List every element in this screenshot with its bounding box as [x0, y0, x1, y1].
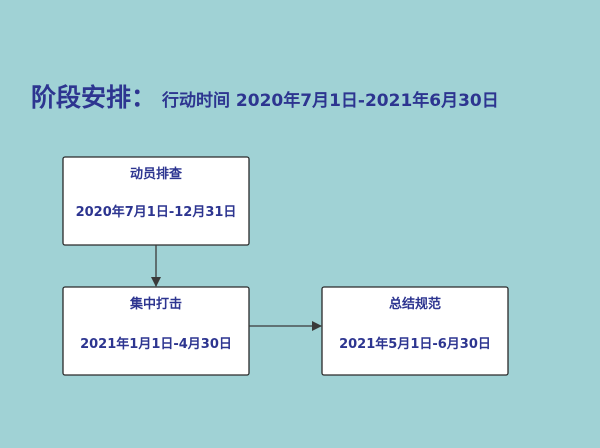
- phase-box-mobilization: 动员排查 2020年7月1日-12月31日: [62, 156, 250, 246]
- phase-box-summary: 总结规范 2021年5月1日-6月30日: [321, 286, 509, 376]
- phase-name: 集中打击: [129, 296, 182, 312]
- action-time-range: 行动时间 2020年7月1日-2021年6月30日: [162, 91, 499, 111]
- phase-name: 总结规范: [389, 296, 441, 312]
- phase-dates: 2020年7月1日-12月31日: [76, 204, 237, 220]
- phase-dates: 2021年5月1日-6月30日: [339, 336, 491, 352]
- phase-dates: 2021年1月1日-4月30日: [80, 336, 232, 352]
- phase-name: 动员排查: [130, 166, 183, 182]
- phase-box-frame: [62, 286, 250, 376]
- stage-header: 阶段安排：行动时间 2020年7月1日-2021年6月30日: [31, 78, 591, 114]
- phase-box-crackdown: 集中打击 2021年1月1日-4月30日: [62, 286, 250, 376]
- stage-title: 阶段安排：: [31, 83, 157, 112]
- phase-box-frame: [321, 286, 509, 376]
